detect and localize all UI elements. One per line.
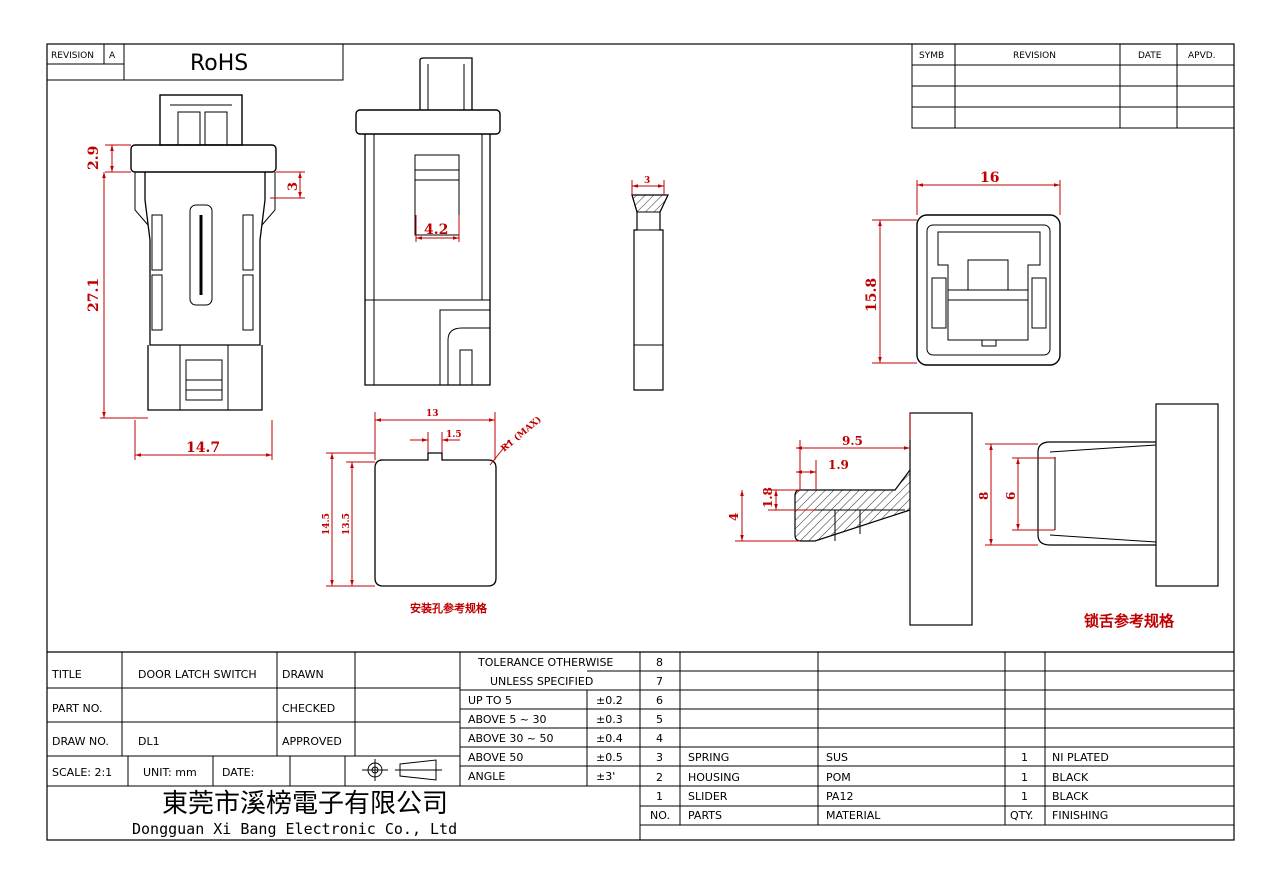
revision-label: REVISION bbox=[51, 51, 94, 61]
checked-label: CHECKED bbox=[282, 702, 335, 715]
bom-material-3: SUS bbox=[826, 751, 848, 764]
tol-value-2: ±0.3 bbox=[596, 713, 623, 726]
bom-header-no: NO. bbox=[650, 809, 670, 822]
caption-mount-hole: 安装孔参考规格 bbox=[410, 601, 488, 615]
tol-value-5: ±3' bbox=[596, 770, 615, 783]
dim-latch-outer: 8 bbox=[977, 492, 991, 500]
bom-no-6: 6 bbox=[656, 694, 663, 707]
approved-label: APPROVED bbox=[282, 735, 342, 748]
tol-value-4: ±0.5 bbox=[596, 751, 623, 764]
company-name-en: Dongguan Xi Bang Electronic Co., Ltd bbox=[132, 820, 457, 838]
bom-finish-1: BLACK bbox=[1052, 790, 1089, 803]
rev-col-apvd: APVD. bbox=[1188, 51, 1216, 61]
bom-part-2: HOUSING bbox=[688, 771, 740, 784]
dim-latch-inner: 6 bbox=[1004, 492, 1018, 500]
date-label: DATE: bbox=[222, 766, 254, 779]
section-view: 3 bbox=[631, 176, 669, 391]
company-name-cn: 東莞市溪榜電子有限公司 bbox=[162, 789, 448, 819]
bom-qty-2: 1 bbox=[1021, 771, 1028, 784]
bom-part-3: SPRING bbox=[688, 751, 729, 764]
side-view-dimensions: 2.9 27.1 14.7 3 bbox=[86, 144, 305, 460]
dim-hole-height-outer: 14.5 bbox=[322, 513, 332, 535]
dim-hole-height-inner: 13.5 bbox=[342, 513, 352, 535]
bom-no-7: 7 bbox=[656, 675, 663, 688]
dim-tongue-tip: 1.9 bbox=[828, 458, 849, 472]
dim-hole-radius: R1 (MAX) bbox=[499, 414, 544, 454]
title-value: DOOR LATCH SWITCH bbox=[138, 668, 257, 681]
rev-col-revision: REVISION bbox=[1013, 51, 1056, 61]
dim-tongue-thk: 1.8 bbox=[761, 487, 775, 508]
title-block: TITLE DOOR LATCH SWITCH PART NO. DRAW NO… bbox=[47, 651, 1234, 840]
mount-hole-view: 13 1.5 R1 (MAX) 14.5 13.5 安装孔参考规格 bbox=[322, 409, 544, 615]
part-no-label: PART NO. bbox=[52, 702, 102, 715]
dim-section-top: 3 bbox=[644, 176, 650, 186]
bom-finish-3: NI PLATED bbox=[1052, 751, 1109, 764]
tol-range-1: UP TO 5 bbox=[468, 694, 512, 707]
bom-qty-1: 1 bbox=[1021, 790, 1028, 803]
draw-no-value: DL1 bbox=[138, 735, 160, 748]
title-label: TITLE bbox=[51, 668, 82, 681]
dim-side-step: 3 bbox=[286, 182, 301, 191]
bom-header-finishing: FINISHING bbox=[1052, 809, 1108, 822]
bom-header-qty: QTY. bbox=[1010, 809, 1033, 822]
dim-plan-height: 15.8 bbox=[864, 278, 880, 312]
drawn-label: DRAWN bbox=[282, 668, 324, 681]
draw-no-label: DRAW NO. bbox=[52, 735, 109, 748]
tol-range-3: ABOVE 30 ~ 50 bbox=[468, 732, 554, 745]
bom-no-4: 4 bbox=[656, 732, 663, 745]
dim-side-width: 14.7 bbox=[186, 440, 220, 456]
revision-header: REVISION A RoHS bbox=[46, 43, 344, 81]
dim-side-height: 27.1 bbox=[86, 278, 102, 312]
dim-tongue-base: 4 bbox=[727, 513, 741, 521]
dim-tongue-len: 9.5 bbox=[842, 434, 863, 448]
bom-no-1: 1 bbox=[656, 790, 663, 803]
revision-table: SYMB REVISION DATE APVD. bbox=[911, 43, 1235, 129]
rohs-mark: RoHS bbox=[190, 51, 248, 76]
bom-finish-2: BLACK bbox=[1052, 771, 1089, 784]
tol-value-3: ±0.4 bbox=[596, 732, 623, 745]
bom-qty-3: 1 bbox=[1021, 751, 1028, 764]
bom-material-1: PA12 bbox=[826, 790, 853, 803]
tol-range-2: ABOVE 5 ~ 30 bbox=[468, 713, 547, 726]
bom-no-3: 3 bbox=[656, 751, 663, 764]
bom-header-material: MATERIAL bbox=[826, 809, 881, 822]
revision-value: A bbox=[109, 51, 116, 61]
rev-col-symb: SYMB bbox=[919, 51, 944, 61]
bom-no-5: 5 bbox=[656, 713, 663, 726]
plan-view-dimensions: 16 15.8 bbox=[864, 170, 1061, 364]
dim-hole-width: 13 bbox=[426, 409, 439, 419]
tolerance-header-2: UNLESS SPECIFIED bbox=[490, 675, 593, 688]
front-view bbox=[355, 57, 501, 386]
bom-no-8: 8 bbox=[656, 656, 663, 669]
bom-part-1: SLIDER bbox=[688, 790, 728, 803]
bom-header-parts: PARTS bbox=[688, 809, 722, 822]
front-view-dimensions: 4.2 bbox=[415, 215, 460, 242]
tol-range-5: ANGLE bbox=[468, 770, 505, 783]
latch-tongue-view: 9.5 1.9 1.8 4 8 6 锁舌参考规格 bbox=[727, 403, 1219, 630]
tolerance-header-1: TOLERANCE OTHERWISE bbox=[477, 656, 613, 669]
dim-side-top: 2.9 bbox=[86, 146, 102, 170]
bom-material-2: POM bbox=[826, 771, 851, 784]
dim-hole-notch: 1.5 bbox=[446, 430, 462, 440]
unit-label: UNIT: mm bbox=[143, 766, 197, 779]
dim-plan-width: 16 bbox=[980, 170, 999, 186]
projection-symbol-icon bbox=[362, 759, 442, 781]
side-view bbox=[130, 94, 277, 411]
tol-range-4: ABOVE 50 bbox=[468, 751, 523, 764]
rev-col-date: DATE bbox=[1138, 51, 1162, 61]
caption-latch-tongue: 锁舌参考规格 bbox=[1084, 612, 1175, 630]
plan-view bbox=[916, 214, 1061, 366]
bom-no-2: 2 bbox=[656, 771, 663, 784]
dim-front-slot: 4.2 bbox=[424, 222, 448, 238]
tol-value-1: ±0.2 bbox=[596, 694, 623, 707]
scale-label: SCALE: 2:1 bbox=[52, 766, 112, 779]
